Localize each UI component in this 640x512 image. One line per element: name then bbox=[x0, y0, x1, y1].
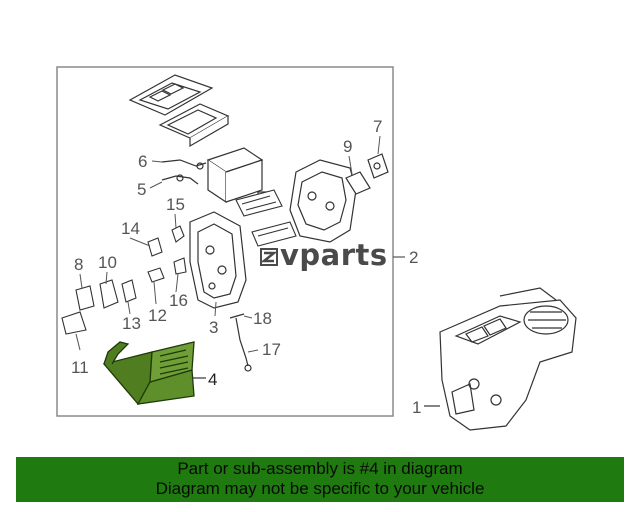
banner-line-2: Diagram may not be specific to your vehi… bbox=[155, 479, 485, 498]
callout-13: 13 bbox=[122, 314, 141, 333]
callout-15: 15 bbox=[166, 195, 185, 214]
callout-4: 4 bbox=[208, 370, 217, 389]
actuator-parts bbox=[345, 153, 389, 195]
callout-1: 1 bbox=[412, 398, 421, 417]
housing-upper-part bbox=[289, 159, 357, 243]
callout-14: 14 bbox=[121, 219, 140, 238]
brand-mark-icon bbox=[260, 248, 278, 266]
info-banner: Part or sub-assembly is #4 in diagram Di… bbox=[16, 457, 624, 502]
parts-diagram: 1 2 3 4 5 6 7 8 9 10 11 12 13 14 15 16 1… bbox=[56, 66, 577, 431]
control-box-part bbox=[206, 147, 269, 207]
callout-10: 10 bbox=[98, 253, 117, 272]
callout-11: 11 bbox=[71, 358, 89, 377]
hvac-assembly-part bbox=[439, 287, 577, 431]
watermark-logo: vparts bbox=[260, 238, 388, 272]
watermark-text: vparts bbox=[280, 238, 388, 272]
callout-2: 2 bbox=[409, 248, 418, 267]
callout-3: 3 bbox=[209, 318, 218, 337]
callout-5: 5 bbox=[137, 180, 146, 199]
heater-core-part bbox=[102, 341, 195, 406]
drain-hose-part bbox=[229, 313, 252, 372]
callout-12: 12 bbox=[148, 306, 167, 325]
link-rod-parts bbox=[161, 159, 207, 185]
callout-6: 6 bbox=[138, 152, 147, 171]
callout-16: 16 bbox=[169, 291, 188, 310]
callout-9: 9 bbox=[343, 137, 352, 156]
callout-18: 18 bbox=[253, 309, 272, 328]
callout-17: 17 bbox=[262, 340, 281, 359]
housing-lower-part bbox=[189, 211, 247, 309]
banner-line-1: Part or sub-assembly is #4 in diagram bbox=[177, 459, 463, 478]
intake-grid-part bbox=[128, 74, 230, 148]
diagram-frame bbox=[56, 66, 394, 417]
callout-7: 7 bbox=[373, 117, 382, 136]
small-clip-parts bbox=[61, 225, 187, 335]
door-assembly-part bbox=[235, 189, 297, 247]
callout-8: 8 bbox=[74, 255, 83, 274]
